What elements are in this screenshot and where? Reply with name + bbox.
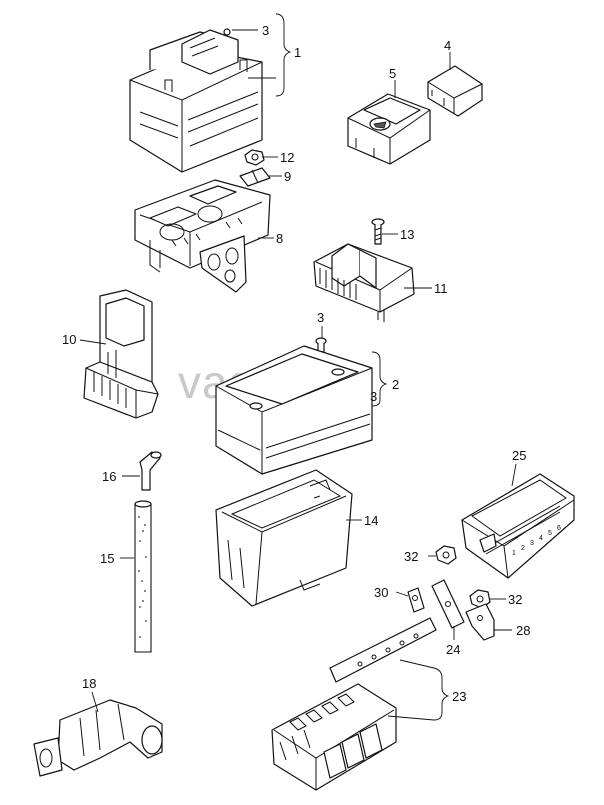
callout-30: 30 [374,585,388,600]
fuse-number: 2 [521,545,525,552]
callout-3-top: 3 [262,23,269,38]
fuse-number: 1 [512,550,516,557]
fuse-number-labels: 1 2 3 4 5 6 [512,525,561,557]
elbow-part-16 [139,451,162,491]
leader-lines [79,13,517,721]
callout-12: 12 [280,150,294,165]
clamp-part-9 [239,167,271,187]
cover-part-4 [427,65,483,117]
nut-part-12 [244,149,265,166]
fuse-box-cover-part-25 [461,473,575,579]
callout-5: 5 [389,66,396,81]
callout-labels: 3 1 4 5 12 9 8 13 11 10 3 2 3 14 16 15 1… [62,23,530,704]
callout-1: 1 [294,45,301,60]
bracket-part-28 [465,603,495,641]
fuse-number: 6 [557,525,561,532]
callout-9: 9 [284,169,291,184]
callout-15: 15 [100,551,114,566]
terminal-clamp-part-18 [33,699,163,777]
terminal-cover-part-5 [347,93,431,165]
holder-part-11 [313,243,415,322]
battery-part-1 [129,28,263,173]
callout-32-upper: 32 [404,549,418,564]
callout-24: 24 [446,642,460,657]
callout-13: 13 [400,227,414,242]
fuse-number: 3 [530,540,534,547]
fuse-holder-part-10 [83,289,159,419]
battery-tray-part-8 [134,179,271,293]
nut-part-32-upper [435,545,457,565]
bracket-part-24 [431,579,465,629]
callout-10: 10 [62,332,76,347]
battery-box-part-14 [215,469,353,607]
callout-3-middle: 3 [317,310,324,325]
callout-3-battery: 3 [370,389,377,404]
callout-25: 25 [512,448,526,463]
callout-8: 8 [276,231,283,246]
callout-2: 2 [392,377,399,392]
screw-part-3 [315,337,327,353]
callout-11: 11 [434,281,448,296]
callout-4: 4 [444,38,451,53]
bolt-part-13 [371,218,385,245]
fuse-number: 4 [539,535,543,542]
callout-32-lower: 32 [508,592,522,607]
callout-23: 23 [452,689,466,704]
nut-part-32-lower [469,589,491,609]
fuse-carrier-part-23 [271,617,437,791]
battery-part-2 [215,345,373,475]
tube-part-15 [134,500,152,653]
callout-18: 18 [82,676,96,691]
callout-14: 14 [364,513,378,528]
bracket-part-30 [407,587,425,613]
callout-28: 28 [516,623,530,638]
callout-16: 16 [102,469,116,484]
fuse-number: 5 [548,530,552,537]
